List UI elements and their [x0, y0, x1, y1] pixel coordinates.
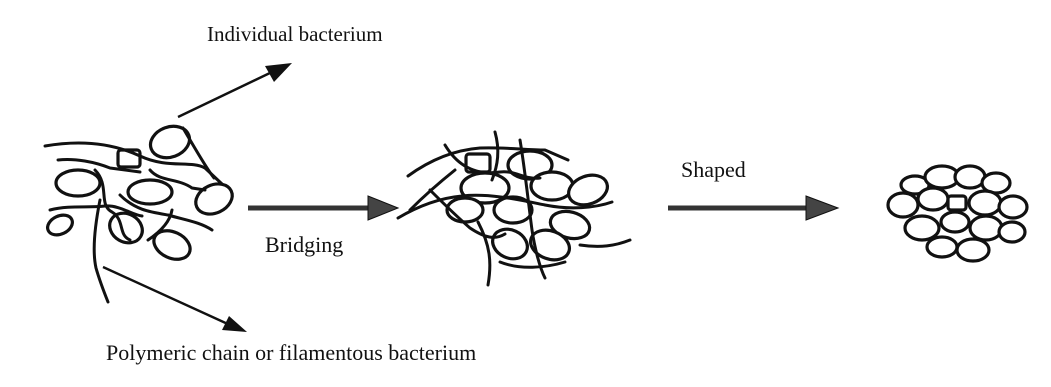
bacterium-cell	[128, 180, 172, 204]
pointer-arrow-polymeric	[103, 267, 247, 332]
shaped-label: Shaped	[681, 157, 746, 183]
bacterium-cell	[918, 188, 948, 210]
bacterium-cell	[149, 225, 194, 265]
bacterium-cell	[905, 216, 939, 240]
bridging-arrow	[248, 196, 398, 220]
bacterium-cell	[957, 239, 989, 261]
bacterium-cell	[56, 170, 100, 196]
bacterium-cell	[488, 224, 532, 265]
bacterium-cell	[531, 172, 573, 200]
bacterium-cell	[888, 193, 918, 217]
bacterium-cell	[999, 196, 1027, 218]
bacterium-cell	[955, 166, 985, 188]
bridging-label: Bridging	[265, 232, 343, 258]
bacterium-cell	[44, 211, 75, 238]
pointer-arrow-individual	[178, 63, 292, 117]
polymeric-chain-label: Polymeric chain or filamentous bacterium	[106, 340, 476, 366]
polymer-chain	[183, 128, 214, 178]
bacterium-cell	[948, 196, 966, 210]
bacterium-cell	[927, 237, 957, 257]
bacterium-cell	[941, 212, 969, 232]
individual-bacterium-label: Individual bacterium	[207, 22, 383, 47]
polymer-chain	[500, 262, 565, 267]
polymer-chains-group	[45, 128, 222, 302]
bacterium-cell	[191, 178, 237, 219]
bacterium-cell	[999, 222, 1025, 242]
bacterium-cell	[970, 216, 1002, 240]
bacterium-cell	[969, 191, 1001, 215]
polymer-chain	[478, 222, 490, 285]
bacterium-cell	[104, 207, 147, 248]
shaped-arrow	[668, 196, 838, 220]
shaped-floc-group	[888, 166, 1027, 261]
polymer-chain	[94, 200, 108, 302]
polymer-chain	[580, 240, 630, 246]
bacterium-cell	[146, 121, 194, 163]
